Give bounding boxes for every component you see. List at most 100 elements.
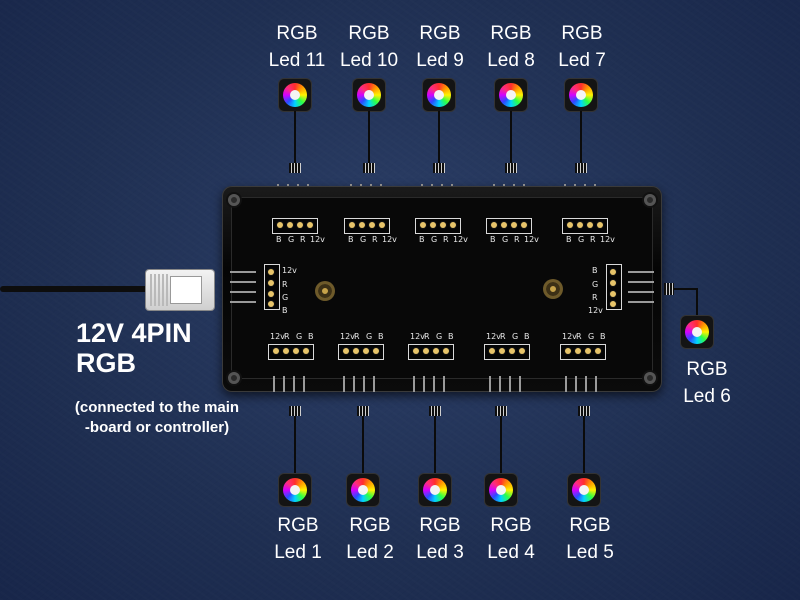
pin-label-r: R [354,332,360,341]
rgb-fan-icon [485,474,517,506]
bottom-header [408,344,454,360]
pin-label-r: R [514,235,520,244]
input-title-line1: 12V 4PIN [76,318,192,348]
header-pins [410,376,450,392]
header-pins [340,376,380,392]
pin-label-g: G [296,332,303,341]
pin-label-b: B [378,332,384,341]
pin-label-g: G [288,235,295,244]
pin-label-r: R [592,293,598,302]
4pin-connector-icon [575,163,587,173]
4pin-input-connector-icon [146,270,214,310]
pin-label-12v: 12v [453,235,468,244]
pin-label-g: G [436,332,443,341]
input-title-line2: RGB [76,348,136,378]
header-pins [270,376,310,392]
bottom-wire [294,416,296,474]
pin-label-g: G [360,235,367,244]
pin-label-12v: 12v [524,235,539,244]
pin-label-b: B [490,235,496,244]
bottom-wire [434,416,436,474]
4pin-connector-icon [664,283,674,295]
pin-label-g: G [502,235,509,244]
bottom-wire [362,416,364,474]
4pin-connector-icon [289,163,301,173]
rgb-fan-icon [279,79,311,111]
pin-label-12v: 12v [562,332,577,341]
screw-icon [644,372,656,384]
pin-label-b: B [448,332,454,341]
top-header [344,218,390,234]
pin-label-b: B [419,235,425,244]
4pin-connector-icon [578,406,590,416]
pin-label-12v: 12v [588,306,603,315]
rgb-splitter-hub: B G R 12v B G R 12v B G R 12v B G R 12v … [222,186,662,392]
bottom-header [268,344,314,360]
rgb-fan-icon [279,474,311,506]
pin-label-12v: 12v [270,332,285,341]
pin-label-b: B [282,306,288,315]
top-wire [368,111,370,163]
rgb-fan-icon [568,474,600,506]
pin-label-g: G [512,332,519,341]
pin-label-b: B [348,235,354,244]
pin-label-r: R [300,235,306,244]
pin-label-g: G [282,293,289,302]
input-note-line1: (connected to the main [74,399,240,416]
side-header [606,264,622,310]
rgb-fan-icon [423,79,455,111]
input-header [264,264,280,310]
4pin-connector-icon [495,406,507,416]
top-wire [580,111,582,163]
pin-label-r: R [282,280,288,289]
input-note-line2: -board or controller) [84,419,230,436]
pin-label-12v: 12v [410,332,425,341]
pin-label-12v: 12v [486,332,501,341]
top-header [272,218,318,234]
header-pins [486,376,526,392]
pin-label-r: R [424,332,430,341]
screw-icon [644,194,656,206]
rgb-fan-icon [565,79,597,111]
4pin-connector-icon [289,406,301,416]
bottom-wire [500,416,502,474]
side-wire [674,288,698,290]
mounting-bolt-icon [318,284,332,298]
4pin-connector-icon [505,163,517,173]
4pin-connector-icon [433,163,445,173]
pin-label-12v: 12v [600,235,615,244]
pin-label-r: R [372,235,378,244]
pin-label-12v: 12v [382,235,397,244]
pin-label-b: B [566,235,572,244]
top-header [562,218,608,234]
rgb-fan-icon [347,474,379,506]
screw-icon [228,194,240,206]
bottom-header [484,344,530,360]
pin-label-g: G [431,235,438,244]
bottom-wire [583,416,585,474]
pin-label-r: R [590,235,596,244]
pin-label-g: G [578,235,585,244]
pin-label-r: R [500,332,506,341]
screw-icon [228,372,240,384]
rgb-fan-icon [495,79,527,111]
rgb-fan-icon [353,79,385,111]
pin-label-g: G [366,332,373,341]
pin-label-b: B [600,332,606,341]
mounting-bolt-icon [546,282,560,296]
pin-label-12v: 12v [282,266,297,275]
pin-label-r: R [284,332,290,341]
side-wire [696,288,698,316]
bottom-header [338,344,384,360]
top-wire [294,111,296,163]
rgb-fan-icon [681,316,713,348]
pin-label-r: R [576,332,582,341]
